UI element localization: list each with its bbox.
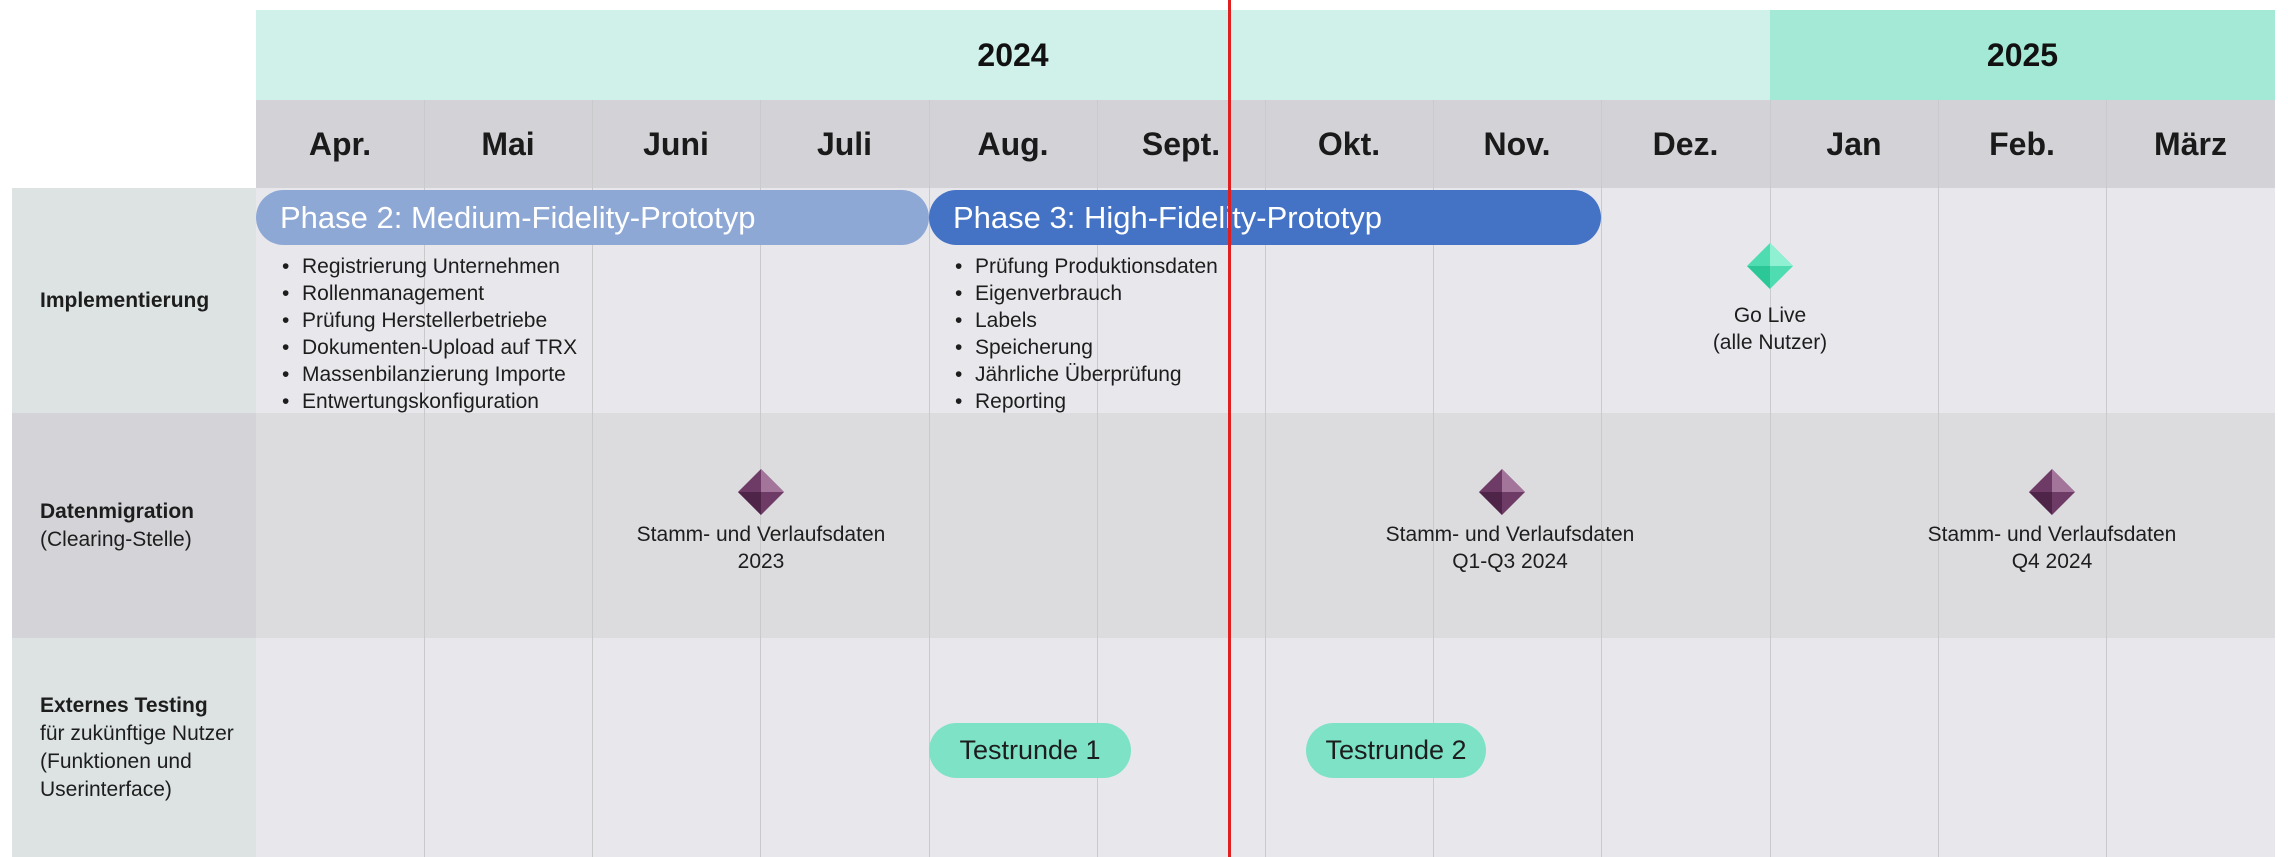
list-item: Registrierung Unternehmen [282, 253, 577, 280]
row-label-testing: Externes Testing für zukünftige Nutzer (… [12, 638, 256, 857]
phase-3-item-list: Prüfung Produktionsdaten Eigenverbrauch … [955, 253, 1218, 415]
list-item: Rollenmanagement [282, 280, 577, 307]
go-live-label: Go Live (alle Nutzer) [1620, 302, 1920, 356]
migration-line1: Stamm- und Verlaufsdaten [1927, 523, 2177, 546]
year-header-2024: 2024 [256, 10, 1770, 100]
grid-line [2106, 100, 2107, 857]
list-item: Dokumenten-Upload auf TRX [282, 334, 577, 361]
month-apr: Apr. [308, 125, 372, 162]
month-okt: Okt. [1317, 125, 1381, 162]
grid-line [1265, 100, 1266, 857]
row-label-bg-testing [12, 638, 256, 857]
year-header-2025: 2025 [1770, 10, 2275, 100]
migration-line1: Stamm- und Verlaufsdaten [1385, 523, 1635, 546]
row-title: Externes Testing [40, 693, 208, 717]
list-item: Speicherung [955, 334, 1218, 361]
phase-2-label: Phase 2: Medium-Fidelity-Prototyp [280, 199, 756, 235]
go-live-diamond-icon [1747, 243, 1793, 289]
month-sept: Sept. [1141, 125, 1221, 162]
migration-diamond-icon [2029, 469, 2075, 515]
migration-label-2: Stamm- und Verlaufsdaten Q1-Q3 2024 [1360, 521, 1660, 575]
migration-line1: Stamm- und Verlaufsdaten [636, 523, 886, 546]
list-item: Eigenverbrauch [955, 280, 1218, 307]
grid-line [1433, 100, 1434, 857]
row-subtitle: für zukünftige Nutzer (Funktionen und Us… [40, 721, 234, 801]
row-label-bg-datenmigration [12, 413, 256, 638]
phase-2-item-list: Registrierung Unternehmen Rollenmanageme… [282, 253, 577, 415]
go-live-line1: Go Live [1733, 304, 1807, 327]
row-title: Datenmigration [40, 499, 195, 523]
grid-line [1601, 100, 1602, 857]
grid-line [424, 100, 425, 857]
month-juni: Juni [643, 125, 709, 162]
migration-line2: Q1-Q3 2024 [1452, 550, 1568, 573]
row-label-implementierung: Implementierung [12, 188, 256, 413]
migration-diamond-icon [1479, 469, 1525, 515]
grid-line [1770, 100, 1771, 857]
month-mai: Mai [481, 125, 535, 162]
list-item: Reporting [955, 388, 1218, 415]
grid-line [1938, 100, 1939, 857]
row-title: Implementierung [40, 288, 210, 312]
test-round-label: Testrunde 2 [1325, 735, 1467, 765]
grid-line [929, 100, 930, 857]
test-round-2: Testrunde 2 [1306, 723, 1486, 778]
go-live-line2: (alle Nutzer) [1712, 331, 1828, 354]
month-feb: Feb. [1989, 125, 2055, 162]
list-item: Labels [955, 307, 1218, 334]
test-round-1: Testrunde 1 [929, 723, 1131, 778]
migration-label-3: Stamm- und Verlaufsdaten Q4 2024 [1902, 521, 2202, 575]
phase-3-label: Phase 3: High-Fidelity-Prototyp [953, 199, 1383, 235]
month-juli: Juli [816, 125, 873, 162]
month-maerz: März [2154, 125, 2227, 162]
test-round-label: Testrunde 1 [959, 735, 1101, 765]
phase-3-bar: Phase 3: High-Fidelity-Prototyp [929, 190, 1601, 245]
list-item: Massenbilanzierung Importe [282, 361, 577, 388]
list-item: Entwertungskonfiguration [282, 388, 577, 415]
grid-line [1097, 100, 1098, 857]
migration-label-1: Stamm- und Verlaufsdaten 2023 [611, 521, 911, 575]
row-label-datenmigration: Datenmigration (Clearing-Stelle) [12, 413, 256, 638]
migration-diamond-icon [738, 469, 784, 515]
list-item: Jährliche Überprüfung [955, 361, 1218, 388]
list-item: Prüfung Produktionsdaten [955, 253, 1218, 280]
month-jan: Jan [1826, 125, 1882, 162]
phase-2-bar: Phase 2: Medium-Fidelity-Prototyp [256, 190, 929, 245]
row-subtitle: (Clearing-Stelle) [40, 527, 192, 551]
migration-line2: Q4 2024 [2011, 550, 2093, 573]
month-dez: Dez. [1652, 125, 1719, 162]
migration-line2: 2023 [737, 550, 785, 573]
list-item: Prüfung Herstellerbetriebe [282, 307, 577, 334]
today-marker-line [1228, 0, 1231, 857]
row-label-bg-implementierung [12, 188, 256, 413]
month-nov: Nov. [1483, 125, 1551, 162]
month-aug: Aug. [977, 125, 1049, 162]
grid-line [592, 100, 593, 857]
